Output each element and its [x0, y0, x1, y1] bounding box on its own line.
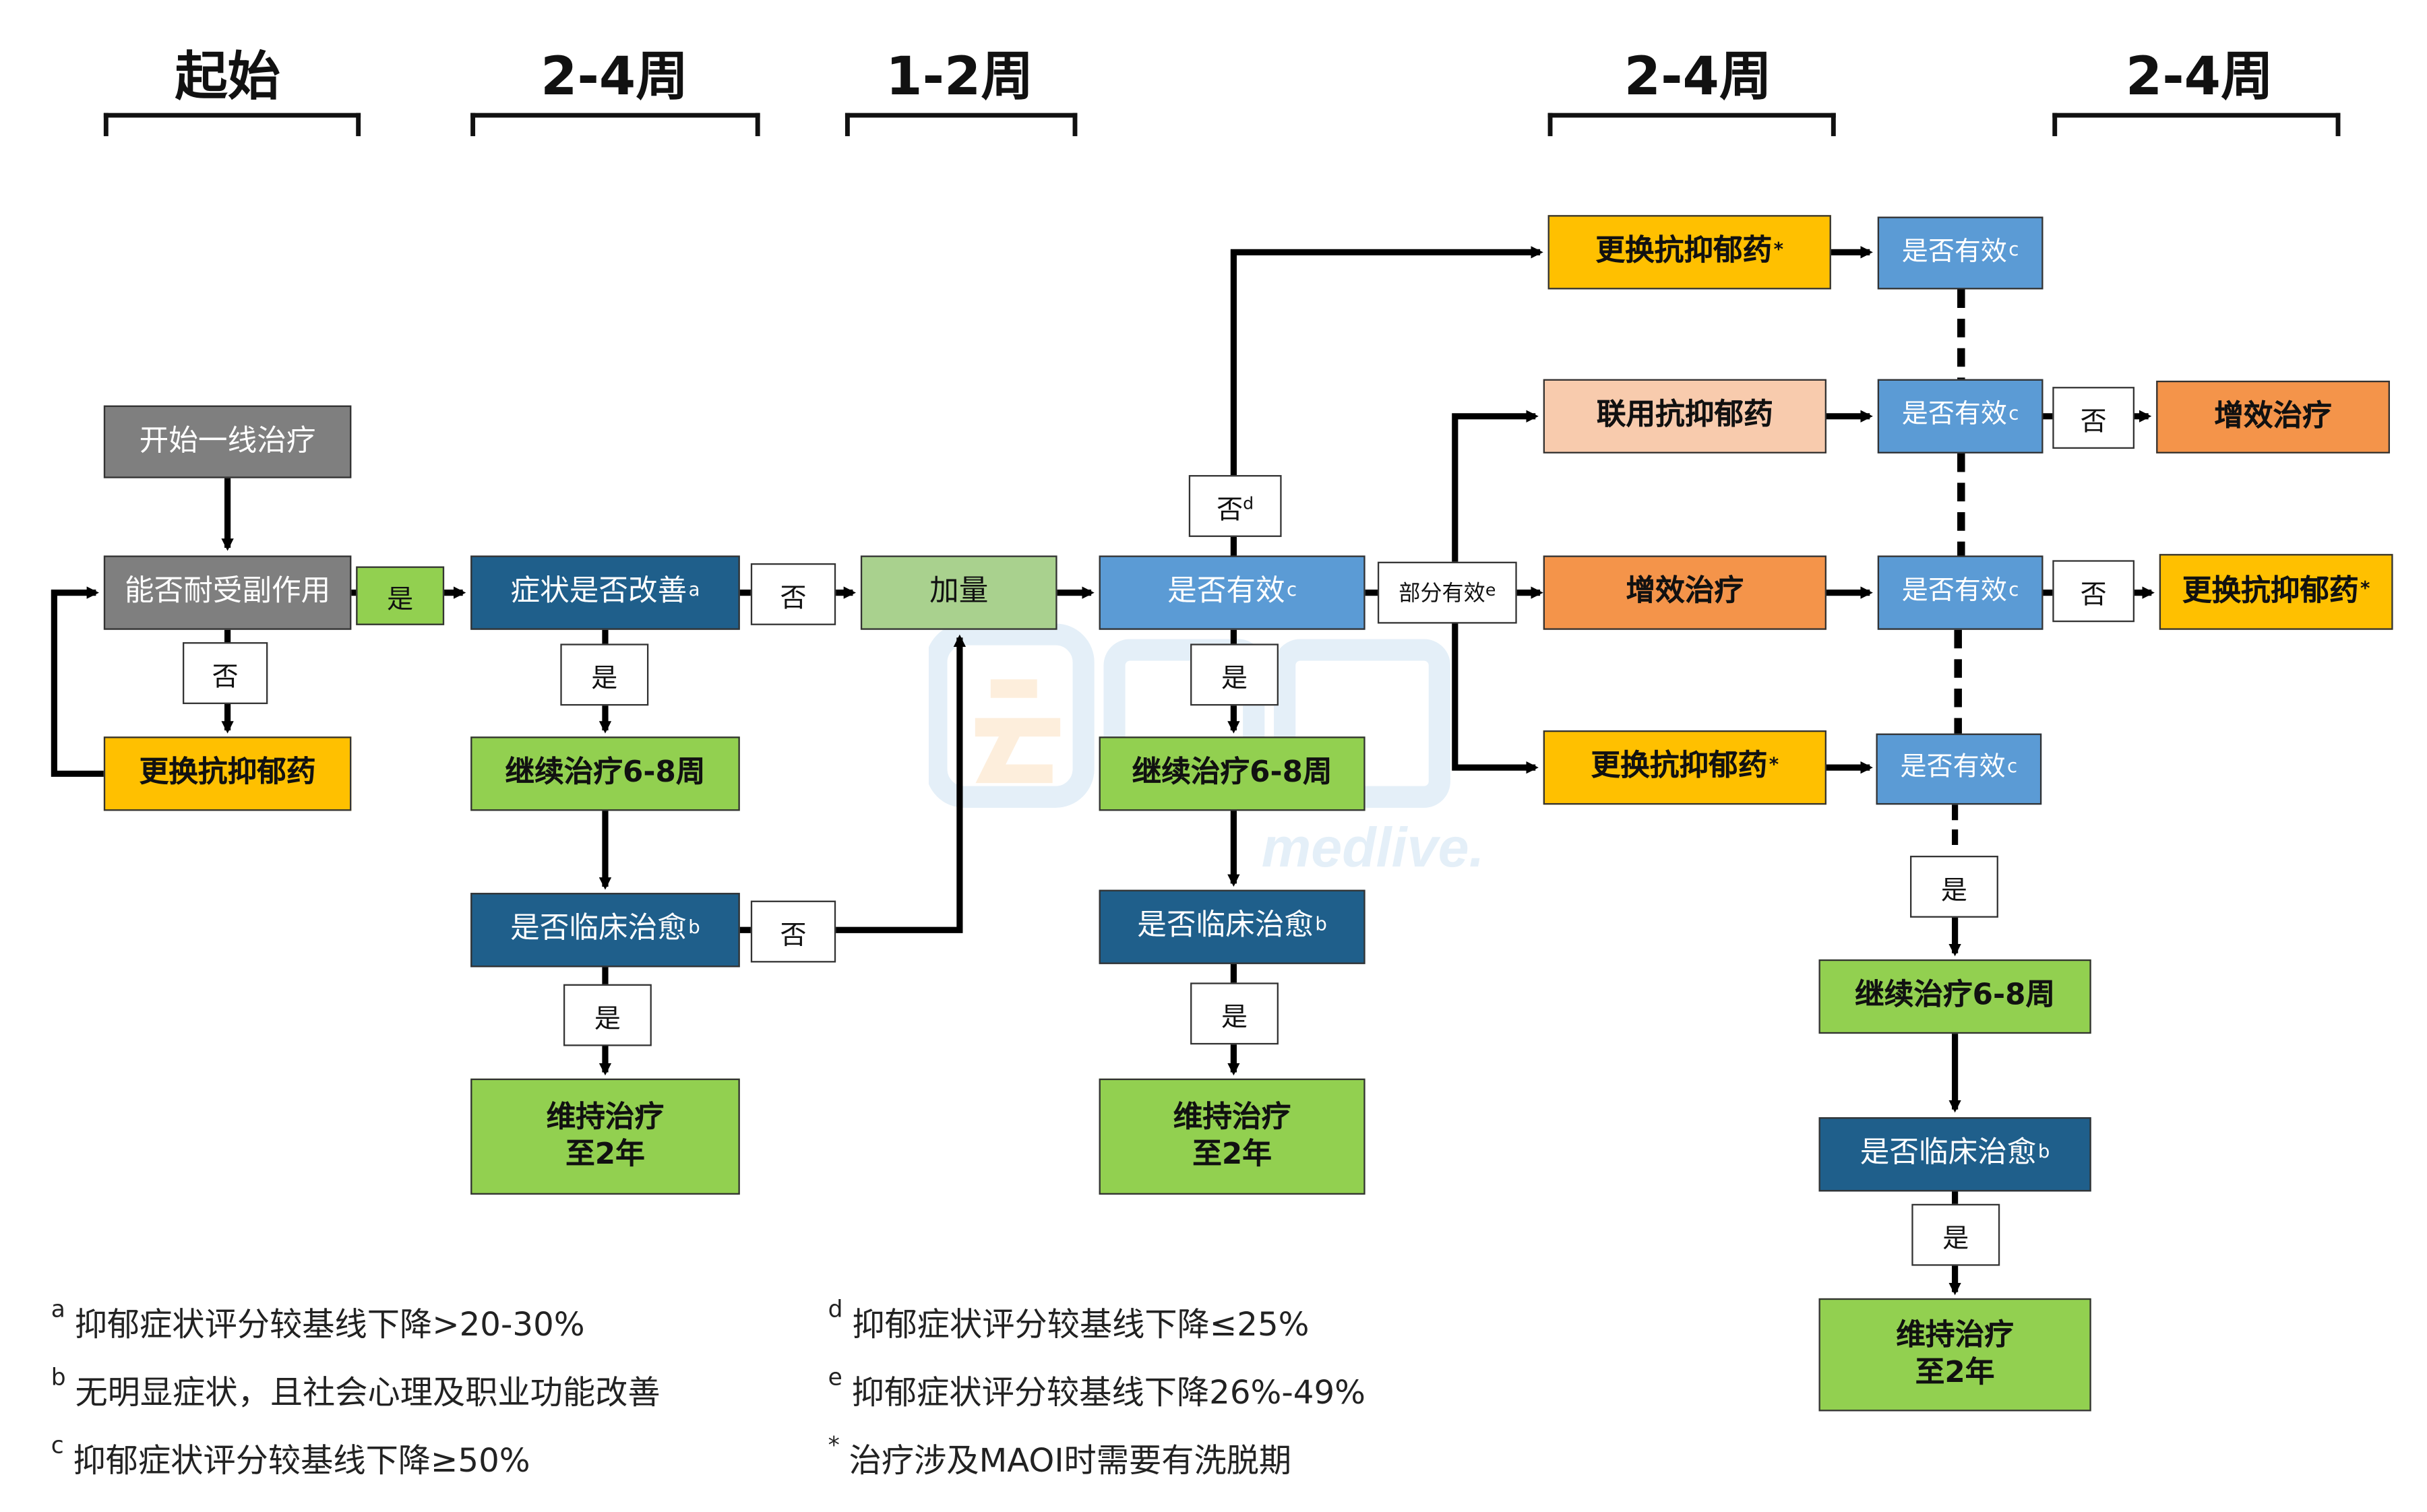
no-label: 否 — [2052, 560, 2135, 623]
no-label: 否 — [182, 642, 268, 704]
no-label: 否 — [750, 900, 836, 963]
phase-header-4: 2-4周 — [1624, 46, 1772, 108]
phase-header-5: 2-4周 — [2125, 46, 2274, 108]
yes-label: 是 — [563, 984, 652, 1046]
phase-bracket — [470, 113, 760, 137]
continue-treatment-6-8-weeks: 继续治疗6-8周 — [1818, 959, 2091, 1034]
phase-bracket — [1547, 113, 1836, 137]
maintenance-treatment: 维持治疗至2年 — [470, 1078, 740, 1195]
combine-antidepressants: 联用抗抑郁药 — [1543, 379, 1826, 453]
phase-bracket — [2052, 113, 2341, 137]
yes-label: 是 — [1911, 1203, 2000, 1266]
switch-antidepressant: 更换抗抑郁药* — [2159, 554, 2393, 630]
start-first-line-therapy: 开始一线治疗 — [103, 405, 352, 478]
no-label: 否 — [2052, 387, 2135, 449]
phase-header-start: 起始 — [175, 46, 280, 108]
yes-label: 是 — [1910, 856, 1998, 918]
augmentation-therapy: 增效治疗 — [1543, 555, 1826, 630]
switch-antidepressant: 更换抗抑郁药 — [103, 736, 352, 811]
maintenance-treatment: 维持治疗至2年 — [1099, 1078, 1365, 1195]
yes-label: 是 — [1190, 643, 1279, 706]
phase-bracket — [103, 113, 361, 137]
continue-treatment-6-8-weeks: 继续治疗6-8周 — [470, 736, 740, 811]
switch-antidepressant: 更换抗抑郁药* — [1547, 215, 1831, 290]
watermark-text: medlive.cn — [1262, 816, 1486, 879]
tolerate-side-effects-decision: 能否耐受副作用 — [103, 555, 352, 630]
switch-antidepressant: 更换抗抑郁药* — [1543, 730, 1826, 805]
augmentation-therapy: 增效治疗 — [2156, 380, 2390, 453]
increase-dose: 加量 — [860, 555, 1057, 630]
phase-header-2: 2-4周 — [541, 46, 689, 108]
phase-bracket — [844, 113, 1078, 137]
yes-label: 是 — [1190, 982, 1279, 1045]
footnote-star: *治疗涉及MAOI时需要有洗脱期 — [828, 1431, 1292, 1480]
no-label: 否 — [750, 563, 836, 625]
yes-label: 是 — [356, 566, 445, 625]
continue-treatment-6-8-weeks: 继续治疗6-8周 — [1099, 736, 1365, 811]
maintenance-treatment: 维持治疗至2年 — [1818, 1298, 2091, 1412]
phase-header-3: 1-2周 — [886, 46, 1034, 108]
yes-label: 是 — [560, 643, 649, 706]
